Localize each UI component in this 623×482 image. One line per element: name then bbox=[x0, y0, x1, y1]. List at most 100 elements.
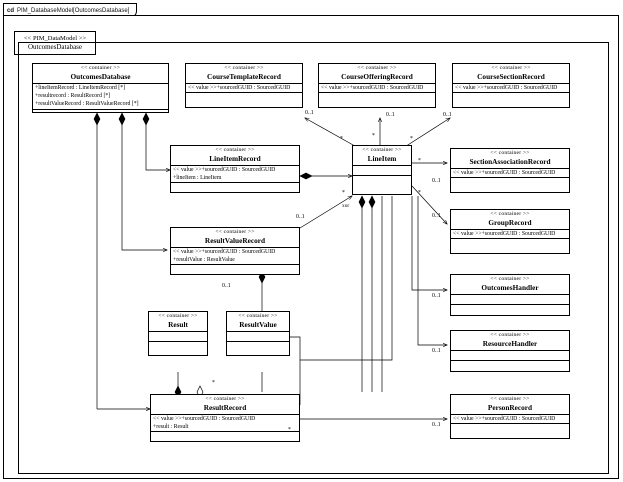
class-stereotype: << container >> bbox=[238, 313, 278, 319]
multiplicity-label: 0..1 bbox=[443, 112, 452, 118]
frame-kind-label: cd bbox=[7, 7, 15, 14]
attribute-row: << value >>+sourcedGUID : SourcedGUID bbox=[173, 249, 276, 255]
class-name: ResultValue bbox=[239, 320, 277, 329]
attribute-compartment: << value >>+sourcedGUID : SourcedGUID +r… bbox=[171, 248, 299, 266]
class-course-template-record[interactable]: << container >> CourseTemplateRecord << … bbox=[185, 63, 303, 108]
class-header: << container >> LineItem bbox=[353, 146, 411, 166]
class-header: << container >> CourseTemplateRecord bbox=[186, 64, 302, 84]
operation-compartment bbox=[451, 305, 569, 314]
class-stereotype: << container >> bbox=[224, 65, 264, 71]
attribute-compartment: << value >>+sourcedGUID : SourcedGUID bbox=[319, 84, 435, 94]
class-stereotype: << container >> bbox=[490, 211, 530, 217]
attribute-row: +lineItem : LineItem bbox=[173, 175, 222, 182]
attribute-row: << value >>+sourcedGUID : SourcedGUID bbox=[453, 416, 556, 422]
class-name: ResultRecord bbox=[203, 403, 247, 412]
attribute-compartment: << value >>+sourcedGUID : SourcedGUID bbox=[451, 230, 569, 240]
operation-compartment bbox=[186, 93, 302, 102]
attribute-compartment: << value >>+sourcedGUID : SourcedGUID bbox=[451, 415, 569, 425]
class-name: CourseTemplateRecord bbox=[207, 72, 281, 81]
class-header: << container >> ResultRecord bbox=[151, 395, 299, 415]
xor-constraint-label: xor bbox=[342, 203, 350, 209]
class-header: << container >> PersonRecord bbox=[451, 395, 569, 415]
class-stereotype: << container >> bbox=[362, 147, 402, 153]
operation-compartment bbox=[319, 93, 435, 102]
attribute-row: << value >>+sourcedGUID : SourcedGUID bbox=[321, 85, 424, 91]
operation-compartment bbox=[227, 342, 289, 351]
operation-compartment bbox=[171, 265, 299, 274]
class-header: << container >> OutcomesDatabase bbox=[33, 64, 168, 84]
class-name: CourseOfferingRecord bbox=[341, 72, 413, 81]
class-header: << container >> ResultValueRecord bbox=[171, 228, 299, 248]
class-name: OutcomesHandler bbox=[481, 283, 539, 292]
multiplicity-label: * bbox=[212, 380, 215, 386]
attribute-compartment: << value >>+sourcedGUID : SourcedGUID +l… bbox=[171, 166, 299, 184]
class-name: ResourceHandler bbox=[482, 339, 538, 348]
class-header: << container >> ResultValue bbox=[227, 312, 289, 332]
attribute-row: +resultValueRecord : ResultValueRecord [… bbox=[35, 101, 139, 108]
operation-compartment bbox=[151, 432, 299, 441]
class-stereotype: << container >> bbox=[80, 65, 121, 71]
attribute-row: +lineItemRecord : LineItemRecord [*] bbox=[35, 85, 126, 91]
class-header: << container >> ResourceHandler bbox=[451, 331, 569, 351]
class-stereotype: << container >> bbox=[357, 65, 397, 71]
multiplicity-label: 0..1 bbox=[432, 422, 441, 428]
class-name: OutcomesDatabase bbox=[70, 72, 131, 81]
attribute-row: << value >>+sourcedGUID : SourcedGUID bbox=[153, 416, 256, 422]
multiplicity-label: * bbox=[342, 190, 345, 196]
multiplicity-label: 0..1 bbox=[296, 214, 305, 220]
class-resource-handler[interactable]: << container >> ResourceHandler bbox=[450, 330, 570, 372]
attribute-row: +result : Result bbox=[153, 424, 189, 431]
class-name: SectionAssociationRecord bbox=[469, 157, 551, 166]
multiplicity-label: * bbox=[288, 427, 291, 433]
class-name: GroupRecord bbox=[488, 218, 532, 227]
class-group-record[interactable]: << container >> GroupRecord << value >>+… bbox=[450, 209, 570, 254]
attribute-compartment bbox=[451, 295, 569, 305]
class-line-item[interactable]: << container >> LineItem bbox=[352, 145, 412, 195]
class-header: << container >> Result bbox=[149, 312, 207, 332]
class-person-record[interactable]: << container >> PersonRecord << value >>… bbox=[450, 394, 570, 439]
operation-compartment bbox=[451, 178, 569, 187]
package-content-frame bbox=[18, 42, 609, 474]
multiplicity-label: 0..1 bbox=[432, 348, 441, 354]
operation-compartment bbox=[149, 342, 207, 351]
attribute-compartment bbox=[149, 332, 207, 342]
attribute-compartment: << value >>+sourcedGUID : SourcedGUID bbox=[186, 84, 302, 94]
class-name: CourseSectionRecord bbox=[477, 72, 545, 81]
class-header: << container >> LineItemRecord bbox=[171, 146, 299, 166]
class-result[interactable]: << container >> Result bbox=[148, 311, 208, 356]
attribute-row: << value >>+sourcedGUID : SourcedGUID bbox=[188, 85, 291, 91]
attribute-compartment: << value >>+sourcedGUID : SourcedGUID bbox=[453, 84, 569, 94]
class-course-offering-record[interactable]: << container >> CourseOfferingRecord << … bbox=[318, 63, 436, 108]
multiplicity-label: * bbox=[418, 158, 421, 164]
class-name: LineItemRecord bbox=[209, 154, 261, 163]
attribute-row: << value >>+sourcedGUID : SourcedGUID bbox=[173, 167, 276, 173]
class-outcomes-database[interactable]: << container >> OutcomesDatabase +lineIt… bbox=[32, 63, 169, 113]
operation-compartment bbox=[33, 110, 168, 119]
class-section-association-record[interactable]: << container >> SectionAssociationRecord… bbox=[450, 148, 570, 193]
multiplicity-label: 0..1 bbox=[386, 112, 395, 118]
class-stereotype: << container >> bbox=[158, 313, 198, 319]
operation-compartment bbox=[171, 183, 299, 192]
class-result-record[interactable]: << container >> ResultRecord << value >>… bbox=[150, 394, 300, 442]
class-header: << container >> GroupRecord bbox=[451, 210, 569, 230]
class-header: << container >> OutcomesHandler bbox=[451, 275, 569, 295]
multiplicity-label: * bbox=[372, 133, 375, 139]
class-line-item-record[interactable]: << container >> LineItemRecord << value … bbox=[170, 145, 300, 193]
multiplicity-label: 0..1 bbox=[432, 293, 441, 299]
class-outcomes-handler[interactable]: << container >> OutcomesHandler bbox=[450, 274, 570, 316]
class-result-value-record[interactable]: << container >> ResultValueRecord << val… bbox=[170, 227, 300, 275]
class-name: ResultValueRecord bbox=[204, 236, 266, 245]
attribute-row: << value >>+sourcedGUID : SourcedGUID bbox=[455, 85, 558, 91]
attribute-compartment: << value >>+sourcedGUID : SourcedGUID bbox=[451, 169, 569, 179]
package-label-box: << PIM_DataModel >> OutcomesDatabase bbox=[14, 31, 96, 55]
class-header: << container >> CourseOfferingRecord bbox=[319, 64, 435, 84]
class-stereotype: << container >> bbox=[490, 276, 530, 282]
class-stereotype: << container >> bbox=[215, 229, 255, 235]
class-header: << container >> SectionAssociationRecord bbox=[451, 149, 569, 169]
multiplicity-label: 0..1 bbox=[432, 178, 441, 184]
operation-compartment bbox=[451, 239, 569, 248]
class-result-value[interactable]: << container >> ResultValue bbox=[226, 311, 290, 356]
class-course-section-record[interactable]: << container >> CourseSectionRecord << v… bbox=[452, 63, 570, 108]
